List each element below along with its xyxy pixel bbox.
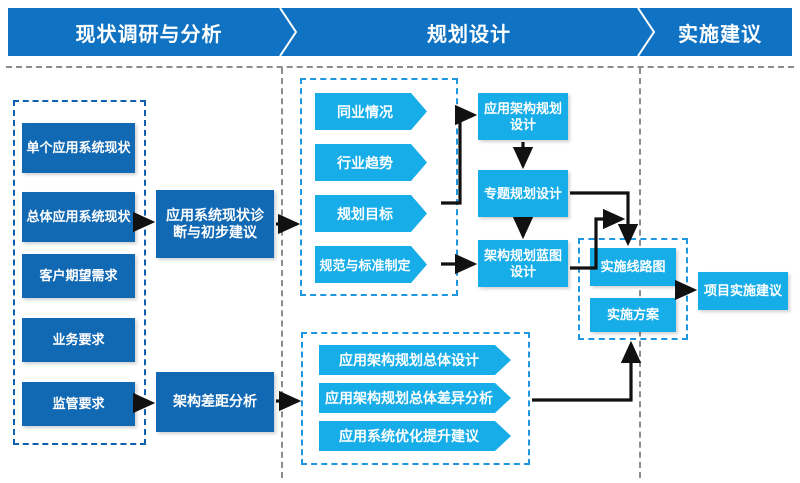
overall-chevron-3-label: 应用系统优化提升建议 bbox=[339, 428, 479, 444]
implementation-box-1-label: 实施线路图 bbox=[600, 259, 666, 275]
research-chevron-1[interactable]: 同业情况 bbox=[315, 93, 427, 130]
phase-label-1: 现状调研与分析 bbox=[75, 23, 223, 46]
overall-chevron-2-label: 应用架构规划总体差异分析 bbox=[325, 390, 493, 406]
arrow-design2-to-roadmap bbox=[570, 191, 639, 247]
design-box-3[interactable]: 架构规划蓝图设计 bbox=[478, 240, 568, 287]
input-box-4[interactable]: 业务要求 bbox=[22, 318, 135, 362]
gap-analysis-box-label: 架构差距分析 bbox=[173, 393, 257, 410]
gap-analysis-box[interactable]: 架构差距分析 bbox=[156, 372, 274, 432]
design-box-1-label: 应用架构规划设计 bbox=[483, 100, 562, 132]
research-chevron-4-label: 规范与标准制定 bbox=[319, 258, 411, 273]
design-box-1[interactable]: 应用架构规划设计 bbox=[478, 93, 568, 140]
input-box-1[interactable]: 单个应用系统现状 bbox=[22, 123, 135, 173]
research-chevron-4[interactable]: 规范与标准制定 bbox=[315, 246, 427, 283]
research-chevron-2-label: 行业趋势 bbox=[337, 154, 393, 171]
overall-chevron-2[interactable]: 应用架构规划总体差异分析 bbox=[319, 383, 511, 413]
implementation-box-2-label: 实施方案 bbox=[606, 307, 659, 323]
phase-segment-2: 规划设计 bbox=[290, 8, 648, 56]
overall-chevron-1-label: 应用架构规划总体设计 bbox=[339, 352, 479, 368]
overall-chevron-3[interactable]: 应用系统优化提升建议 bbox=[319, 421, 511, 451]
overall-group-container bbox=[301, 332, 530, 465]
input-box-2-label: 总体应用系统现状 bbox=[26, 209, 131, 225]
diagnosis-box[interactable]: 应用系统现状诊断与初步建议 bbox=[156, 190, 274, 258]
implementation-box-1[interactable]: 实施线路图 bbox=[590, 248, 676, 286]
result-box-label: 项目实施建议 bbox=[703, 283, 782, 299]
inputs-group-container bbox=[13, 100, 146, 445]
design-box-3-label: 架构规划蓝图设计 bbox=[483, 247, 562, 279]
phase-segment-3: 实施建议 bbox=[648, 8, 792, 56]
input-box-2[interactable]: 总体应用系统现状 bbox=[22, 192, 135, 242]
implementation-box-2[interactable]: 实施方案 bbox=[590, 298, 676, 332]
research-chevron-2[interactable]: 行业趋势 bbox=[315, 144, 427, 181]
vertical-separator-1 bbox=[281, 68, 283, 478]
research-chevron-3[interactable]: 规划目标 bbox=[315, 195, 427, 232]
input-box-1-label: 单个应用系统现状 bbox=[26, 140, 131, 156]
input-box-5[interactable]: 监管要求 bbox=[22, 382, 135, 426]
research-chevron-1-label: 同业情况 bbox=[337, 103, 393, 120]
input-box-3[interactable]: 客户期望需求 bbox=[22, 254, 135, 298]
phase-label-2: 规划设计 bbox=[427, 23, 511, 46]
horizontal-separator bbox=[6, 66, 794, 68]
overall-chevron-1[interactable]: 应用架构规划总体设计 bbox=[319, 345, 511, 375]
input-box-5-label: 监管要求 bbox=[52, 396, 105, 412]
phase-label-3: 实施建议 bbox=[678, 23, 762, 46]
input-box-4-label: 业务要求 bbox=[52, 332, 105, 348]
arrow-overall-to-implementation bbox=[532, 340, 642, 402]
phase-bar: 现状调研与分析 规划设计 实施建议 bbox=[8, 8, 792, 56]
design-box-2[interactable]: 专题规划设计 bbox=[478, 170, 568, 217]
phase-segment-1: 现状调研与分析 bbox=[8, 8, 290, 56]
design-box-2-label: 专题规划设计 bbox=[483, 185, 562, 201]
result-box[interactable]: 项目实施建议 bbox=[698, 272, 788, 310]
diagnosis-box-label: 应用系统现状诊断与初步建议 bbox=[166, 206, 264, 240]
input-box-3-label: 客户期望需求 bbox=[39, 268, 118, 284]
research-chevron-3-label: 规划目标 bbox=[337, 205, 393, 222]
